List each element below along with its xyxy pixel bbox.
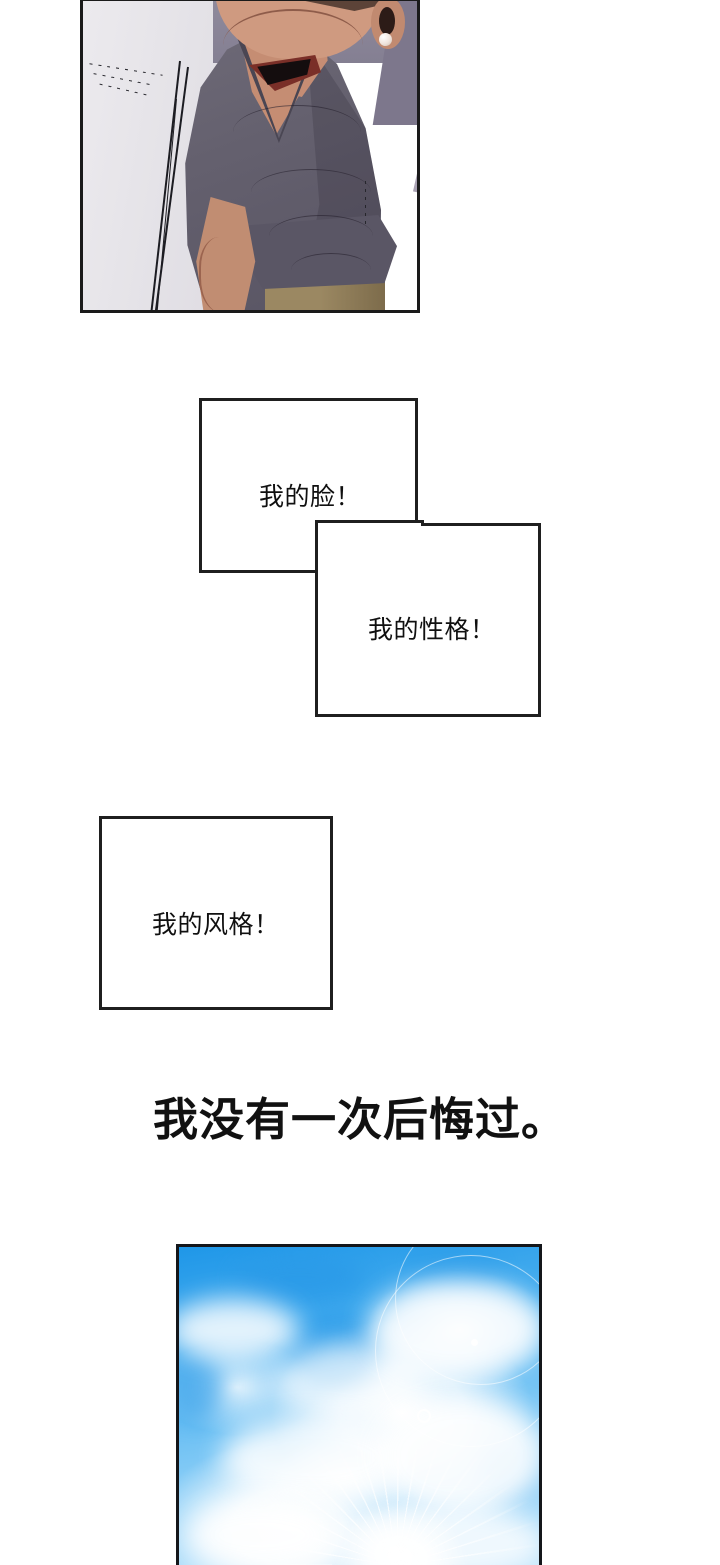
speech-box-style-text: 我的风格！: [152, 911, 280, 940]
speech-box-joint-left-edge: [315, 520, 318, 576]
character-earring: [379, 33, 392, 46]
character-jaw-line: [223, 9, 363, 45]
character-hair: [281, 1, 417, 11]
shirt-fold-line: [269, 215, 373, 236]
shirt-fold-line: [251, 169, 371, 192]
speech-box-joint-bottom-edge: [199, 570, 318, 573]
speech-box-style: 我的风格！: [99, 816, 333, 1010]
character-hand: [199, 237, 249, 310]
speech-box-personality: 我的性格！: [315, 523, 541, 717]
shirt-fold-line: [233, 105, 361, 132]
speech-box-face-text: 我的脸！: [259, 482, 362, 511]
speech-box-face: 我的脸！: [199, 398, 418, 573]
character-ear-inner: [379, 7, 395, 35]
cloud: [179, 1299, 299, 1361]
sky-blue-patch: [235, 1255, 365, 1303]
speech-box-joint-top-edge: [315, 520, 424, 523]
narration-text: 我没有一次后悔过。: [152, 1094, 567, 1145]
lens-flare-dot: [471, 1339, 478, 1346]
panel-figure: [80, 0, 420, 313]
speech-box-personality-text: 我的性格！: [368, 616, 496, 645]
panel-sky: [176, 1244, 542, 1565]
sky-blue-patch: [179, 1351, 223, 1421]
speech-box-interlock-mask: [315, 520, 421, 576]
shirt-fold-line: [291, 253, 371, 270]
dotted-texture-line: [365, 181, 366, 227]
